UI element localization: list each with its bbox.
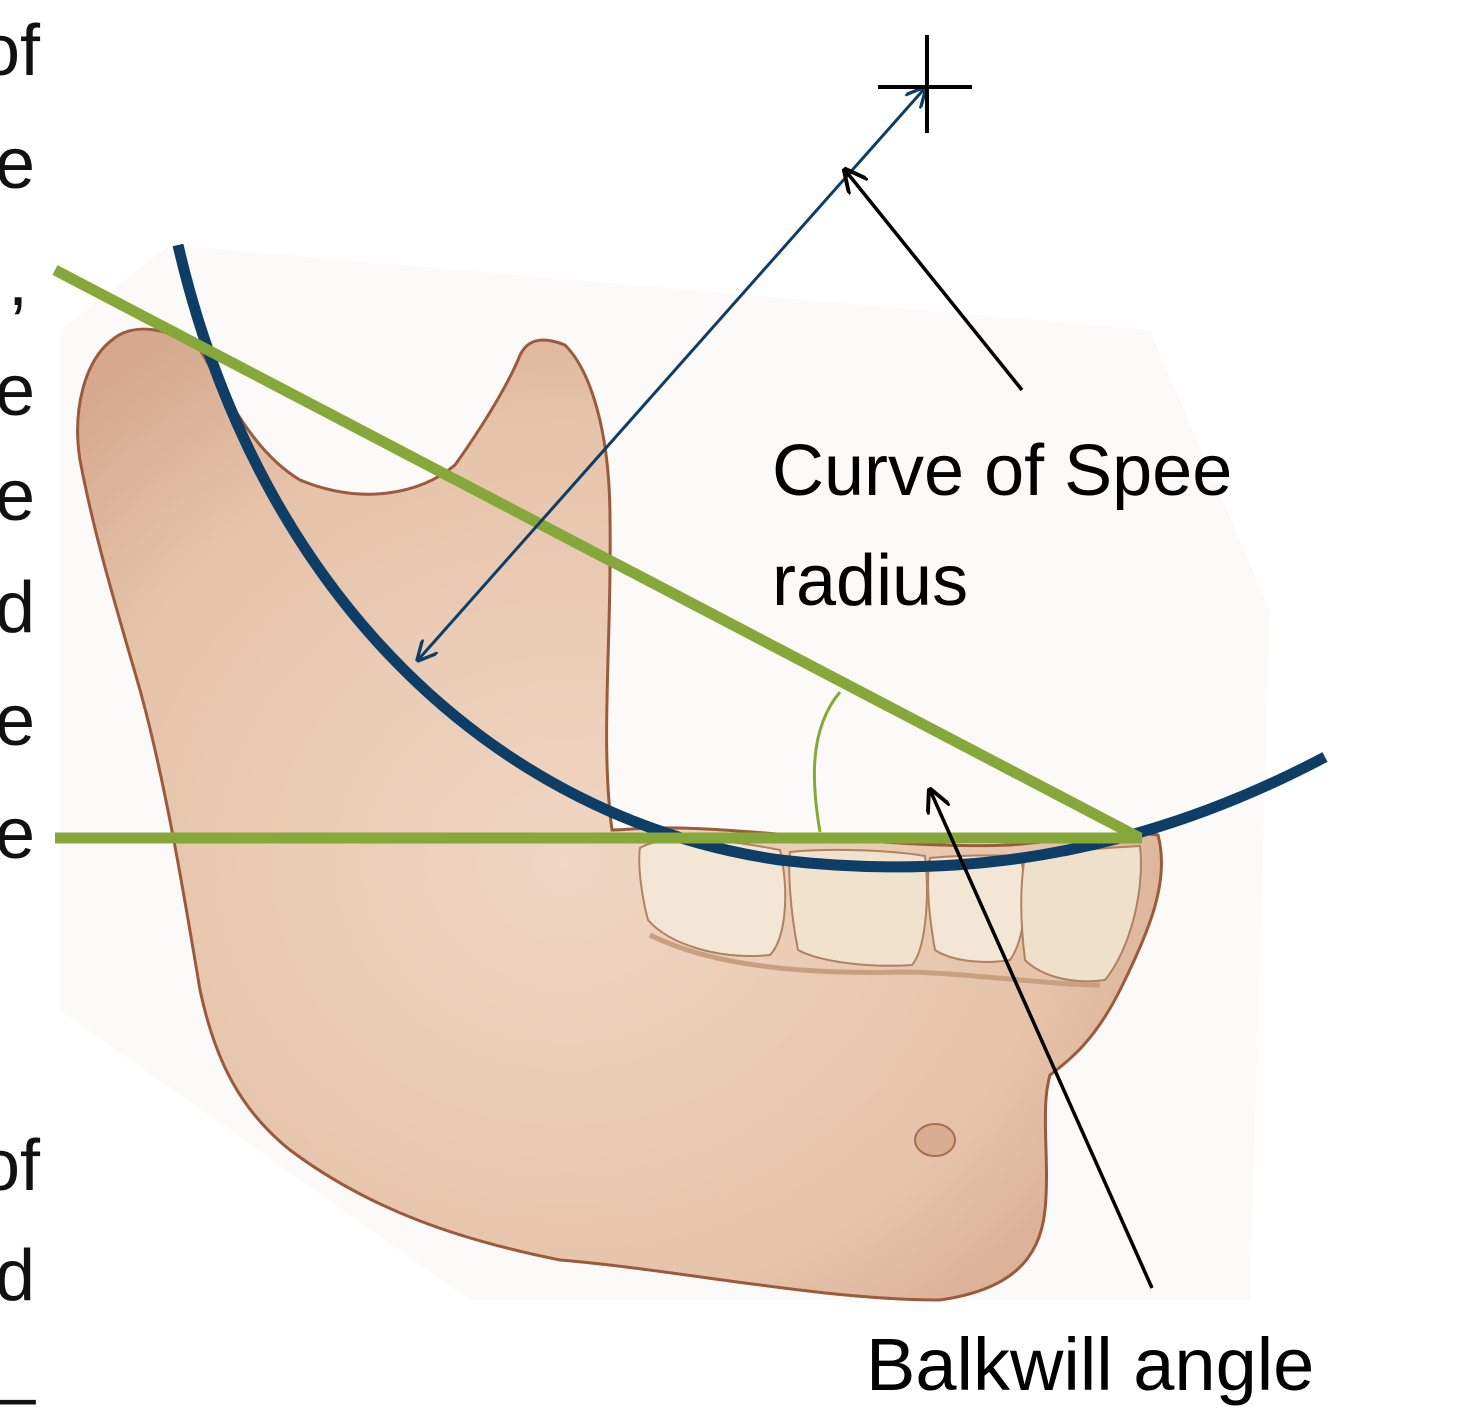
curve-of-spee-radius-label-line1: Curve of Spee	[772, 431, 1232, 511]
edge-fragment: e	[0, 351, 35, 431]
edge-fragment: d	[0, 1236, 35, 1316]
cropped-text-column: of e , e e d e e of d _	[0, 11, 41, 1406]
edge-fragment: e	[0, 681, 35, 761]
edge-fragment: e	[0, 794, 35, 874]
curve-of-spee-radius-label-line2: radius	[772, 541, 968, 621]
balkwill-angle-label: Balkwill angle	[866, 1323, 1314, 1406]
crosshair-icon	[878, 35, 972, 133]
edge-fragment: ,	[8, 241, 28, 321]
edge-fragment: e	[0, 456, 35, 536]
edge-fragment: d	[0, 568, 35, 648]
edge-fragment: e	[0, 124, 35, 204]
edge-fragment: _	[0, 1326, 36, 1406]
edge-fragment: of	[0, 1126, 41, 1206]
edge-fragment: of	[0, 11, 41, 91]
mental-foramen	[915, 1124, 955, 1156]
